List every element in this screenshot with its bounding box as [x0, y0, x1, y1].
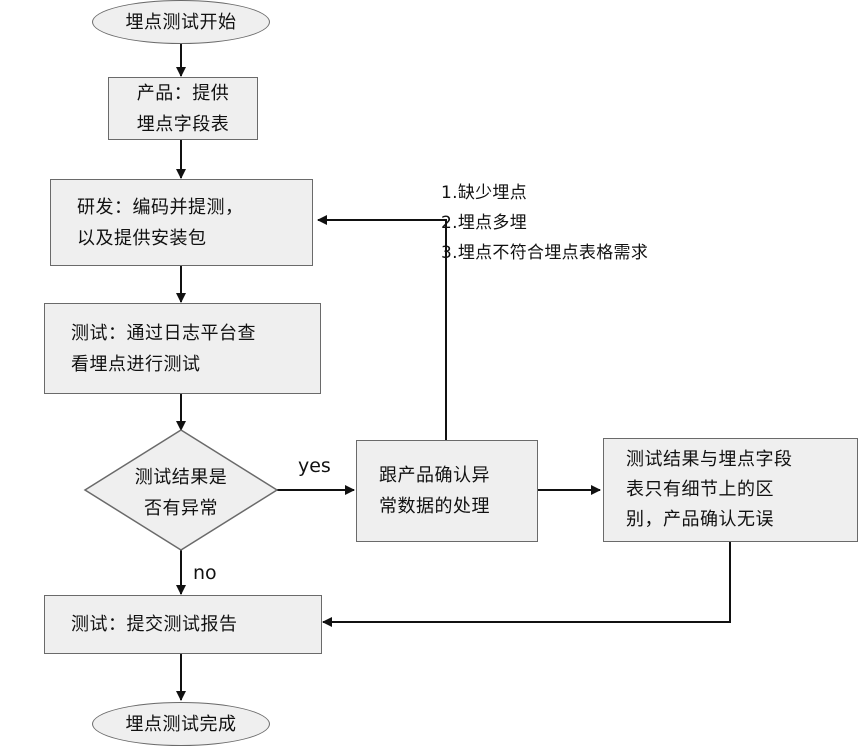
- dev-node-line1: 研发：编码并提测，: [77, 196, 244, 218]
- confirm-node-line1: 跟产品确认异: [379, 465, 490, 486]
- detail-node-line3: 别，产品确认无误: [626, 509, 774, 530]
- no-edge-label: no: [193, 562, 217, 584]
- product-node-line1: 产品：提供: [136, 82, 230, 104]
- start-node-label: 埋点测试开始: [125, 11, 237, 33]
- product-node-line2: 埋点字段表: [136, 113, 230, 135]
- edge-detail-report: [322, 542, 731, 627]
- issue-note-3: 3.埋点不符合埋点表格需求: [441, 243, 649, 263]
- decision-node-label: 测试结果是 否有异常: [98, 462, 264, 524]
- end-node-label: 埋点测试完成: [125, 713, 237, 735]
- decision-line2: 否有异常: [144, 498, 218, 519]
- dev-node-line2: 以及提供安装包: [77, 227, 207, 249]
- detail-node-line1: 测试结果与埋点字段: [626, 449, 793, 470]
- confirm-node-line2: 常数据的处理: [379, 496, 490, 517]
- test-node-line1: 测试：通过日志平台查: [71, 322, 256, 344]
- submit-report-node: 测试：提交测试报告: [44, 595, 322, 654]
- confirm-abnormal-node: 跟产品确认异 常数据的处理: [356, 440, 538, 542]
- product-provide-fields-node: 产品：提供 埋点字段表: [108, 77, 258, 140]
- detail-node-line2: 表只有细节上的区: [626, 479, 774, 500]
- edge-confirm-dev-loop: [317, 215, 447, 440]
- report-node-label: 测试：提交测试报告: [71, 614, 238, 635]
- start-node: 埋点测试开始: [92, 0, 270, 44]
- yes-edge-label: yes: [298, 455, 331, 477]
- decision-diamond: [83, 429, 279, 551]
- dev-coding-node: 研发：编码并提测， 以及提供安装包: [50, 179, 313, 266]
- test-log-platform-node: 测试：通过日志平台查 看埋点进行测试: [44, 303, 321, 394]
- end-node: 埋点测试完成: [92, 702, 270, 746]
- test-node-line2: 看埋点进行测试: [71, 353, 201, 375]
- issue-notes: 1.缺少埋点 2.埋点多埋 3.埋点不符合埋点表格需求: [441, 178, 648, 268]
- decision-line1: 测试结果是: [134, 467, 228, 488]
- issue-note-2: 2.埋点多埋: [441, 213, 528, 233]
- detail-difference-node: 测试结果与埋点字段 表只有细节上的区 别，产品确认无误: [603, 438, 858, 542]
- issue-note-1: 1.缺少埋点: [441, 183, 528, 203]
